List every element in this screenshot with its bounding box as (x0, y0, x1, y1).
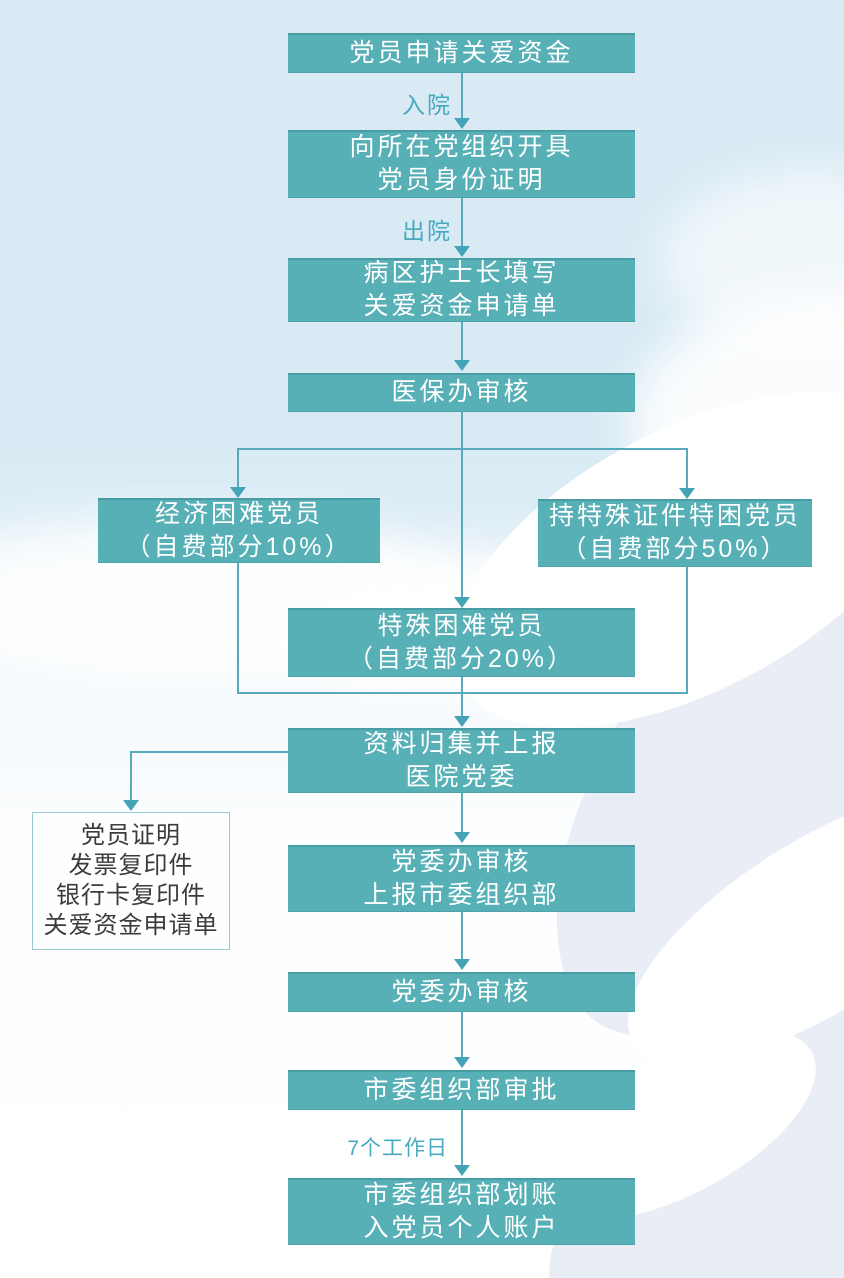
edge-label-admission: 入院 (402, 92, 452, 118)
node-text: 经济困难党员 (154, 499, 323, 528)
arrowhead-down-icon (230, 487, 246, 498)
connector-line (461, 411, 463, 448)
connector-line (686, 567, 688, 693)
flow-node-org-dept-approval: 市委组织部审批 (288, 1070, 635, 1110)
connector-line (461, 1110, 463, 1166)
flow-node-insurance-review: 医保办审核 (288, 373, 635, 412)
doc-text: 关爱资金申请单 (43, 912, 219, 939)
connector-line (237, 692, 688, 694)
node-text: 向所在党组织开具 (349, 133, 574, 161)
node-text: 市委组织部审批 (363, 1075, 560, 1104)
flow-node-special-hardship: 特殊困难党员 （自费部分20%） (288, 608, 635, 677)
flow-node-special-cert-hardship: 持特殊证件特困党员 （自费部分50%） (538, 499, 812, 567)
flow-node-identity-cert: 向所在党组织开具 党员身份证明 (288, 130, 635, 198)
node-text: 党委办审核 (391, 977, 532, 1006)
arrowhead-down-icon (454, 597, 470, 608)
node-text: 医保办审核 (391, 378, 532, 406)
edge-label-discharge: 出院 (402, 218, 452, 244)
node-text: （自费部分10%） (125, 532, 353, 561)
connector-line (237, 563, 239, 693)
node-text: 医院党委 (405, 762, 518, 791)
connector-line (461, 793, 463, 833)
connector-line (686, 448, 688, 488)
node-text: 资料归集并上报 (363, 729, 560, 758)
flow-node-transfer-to-account: 市委组织部划账 入党员个人账户 (288, 1178, 635, 1245)
node-text: 关爱资金申请单 (363, 292, 560, 320)
arrowhead-down-icon (454, 1057, 470, 1068)
arrowhead-down-icon (454, 959, 470, 970)
flow-node-apply: 党员申请关爱资金 (288, 33, 635, 73)
connector-line (461, 677, 463, 717)
connector-line (461, 73, 463, 118)
edge-label-duration: 7个工作日 (347, 1137, 448, 1160)
doc-text: 银行卡复印件 (56, 882, 206, 909)
node-text: 党委办审核 (391, 847, 532, 876)
node-text: 市委组织部划账 (363, 1180, 560, 1209)
arrowhead-down-icon (123, 800, 139, 811)
connector-line (461, 322, 463, 361)
flow-node-committee-review-report: 党委办审核 上报市委组织部 (288, 845, 635, 912)
flow-node-committee-review: 党委办审核 (288, 972, 635, 1012)
node-text: 持特殊证件特困党员 (548, 502, 801, 530)
node-text: 病区护士长填写 (363, 259, 560, 287)
connector-line (461, 1012, 463, 1058)
flow-node-economic-hardship: 经济困难党员 （自费部分10%） (98, 498, 380, 563)
doc-text: 发票复印件 (68, 852, 194, 879)
connector-line (130, 751, 288, 753)
connector-line (238, 448, 687, 450)
connector-line (461, 912, 463, 960)
arrowhead-down-icon (679, 488, 695, 499)
arrowhead-down-icon (454, 716, 470, 727)
arrowhead-down-icon (454, 246, 470, 257)
node-text: 特殊困难党员 (377, 611, 546, 640)
arrowhead-down-icon (454, 118, 470, 129)
connector-line (461, 448, 463, 597)
connector-line (237, 448, 239, 487)
arrowhead-down-icon (454, 1165, 470, 1176)
flow-node-documents: 党员证明 发票复印件 银行卡复印件 关爱资金申请单 (32, 812, 230, 950)
flow-node-collect-report: 资料归集并上报 医院党委 (288, 728, 635, 793)
node-text: 党员申请关爱资金 (349, 38, 574, 67)
flow-node-nurse-form: 病区护士长填写 关爱资金申请单 (288, 258, 635, 322)
node-text: 上报市委组织部 (363, 880, 560, 909)
connector-line (461, 198, 463, 247)
arrowhead-down-icon (454, 832, 470, 843)
node-text: 入党员个人账户 (363, 1213, 560, 1242)
node-text: （自费部分20%） (347, 644, 576, 673)
arrowhead-down-icon (454, 360, 470, 371)
doc-text: 党员证明 (81, 822, 181, 849)
node-text: 党员身份证明 (377, 166, 546, 194)
connector-line (130, 751, 132, 801)
node-text: （自费部分50%） (561, 535, 789, 563)
